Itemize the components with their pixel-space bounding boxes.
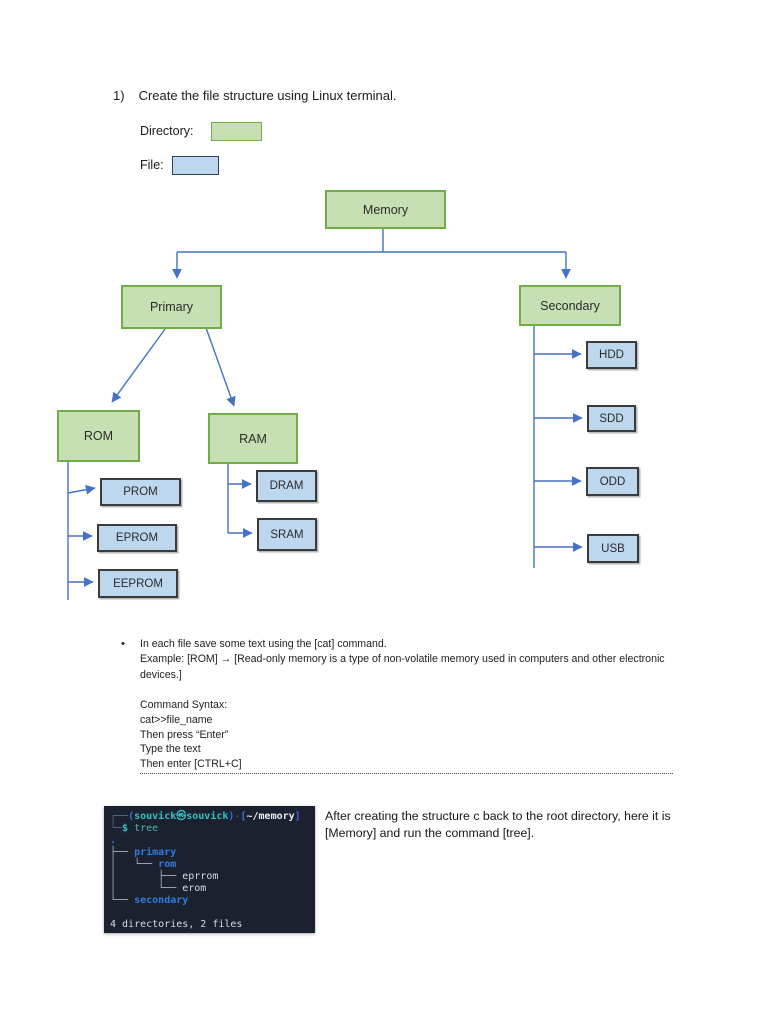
node-memory: Memory (325, 190, 446, 229)
legend-file-swatch (172, 156, 219, 175)
notes-line-1: In each file save some text using the [c… (140, 638, 387, 650)
command-syntax-line-2: Then press “Enter” (140, 728, 229, 741)
node-sram: SRAM (257, 518, 317, 551)
dotted-separator (140, 773, 673, 774)
heading: 1) Create the file structure using Linux… (113, 88, 397, 103)
terminal-output: ┌──(souvick㉿souvick)-[~/memory]└─$ tree.… (110, 811, 301, 930)
node-dram: DRAM (256, 470, 317, 502)
legend-directory-swatch (211, 122, 262, 141)
node-eeprom: EEPROM (98, 569, 178, 598)
node-ram: RAM (208, 413, 298, 464)
command-syntax-line-1: cat>>file_name (140, 713, 213, 726)
heading-text: Create the file structure using Linux te… (138, 88, 397, 103)
side-note-line-2: [Memory] and run the command [tree]. (325, 825, 535, 840)
command-syntax-line-4: Then enter [CTRL+C] (140, 758, 242, 771)
notes-line-2: Example: [ROM] → [Read-only memory is a … (140, 653, 665, 666)
heading-number: 1) (113, 88, 125, 103)
legend-file-label: File: (140, 158, 164, 172)
side-note-line-1: After creating the structure c back to t… (325, 809, 671, 823)
side-note: After creating the structure c back to t… (325, 808, 690, 841)
node-rom: ROM (57, 410, 140, 462)
command-syntax-block: Command Syntax: cat>>file_name Then pres… (140, 698, 242, 772)
command-syntax-title: Command Syntax: (140, 699, 228, 711)
node-prom: PROM (100, 478, 181, 506)
legend-directory-label: Directory: (140, 124, 194, 138)
notes-block: In each file save some text using the [c… (140, 637, 685, 683)
node-usb: USB (587, 534, 639, 563)
node-eprom: EPROM (97, 524, 177, 552)
terminal-screenshot: ┌──(souvick㉿souvick)-[~/memory]└─$ tree.… (104, 806, 315, 933)
notes-line-3: devices.] (140, 668, 182, 681)
node-odd: ODD (586, 467, 639, 496)
node-secondary: Secondary (519, 285, 621, 326)
node-hdd: HDD (586, 341, 637, 369)
bullet-glyph: • (121, 638, 125, 650)
node-sdd: SDD (587, 405, 636, 432)
command-syntax-line-3: Type the text (140, 743, 201, 756)
node-primary: Primary (121, 285, 222, 329)
